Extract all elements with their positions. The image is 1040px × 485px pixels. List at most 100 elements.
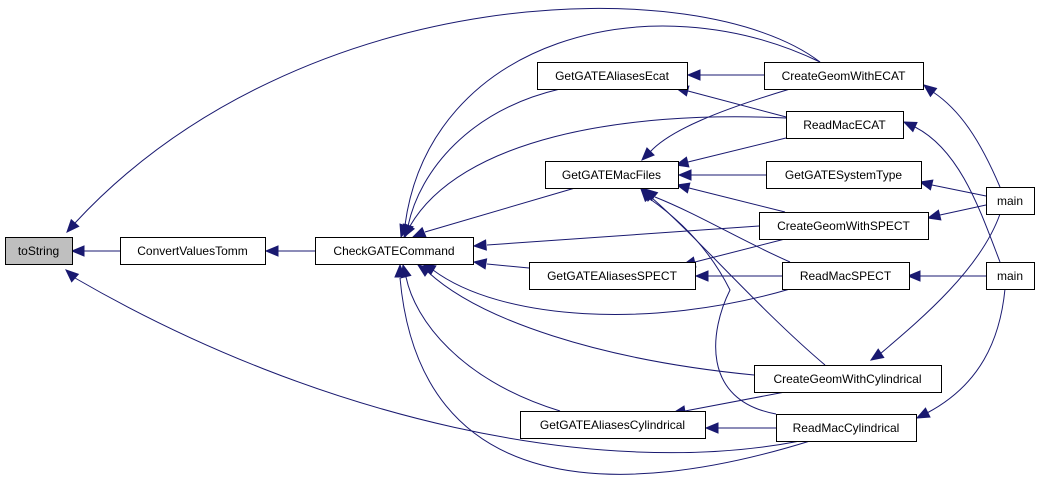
arrowhead-icon (416, 264, 432, 277)
node-get-gate-aliases-cylindrical[interactable]: GetGATEAliasesCylindrical (520, 411, 706, 439)
edge-main1-to-create-geom-with-ecat (922, 84, 1001, 188)
node-create-geom-with-ecat[interactable]: CreateGeomWithECAT (764, 62, 924, 90)
edge-line (405, 276, 561, 412)
edge-line (684, 391, 786, 412)
edge-line (687, 90, 791, 119)
node-main1[interactable]: main (986, 187, 1035, 215)
edge-main2-to-read-mac-cylindrical (915, 288, 1006, 419)
arrowhead-icon (926, 209, 942, 221)
edge-line (432, 269, 791, 315)
edge-line (879, 213, 1001, 355)
edge-line (926, 288, 1006, 414)
edge-read-mac-cylindrical-to-get-gate-aliases-cylindrical (704, 422, 776, 434)
node-box[interactable] (764, 62, 924, 90)
arrowhead-icon (70, 245, 85, 257)
node-box[interactable] (986, 262, 1035, 290)
node-create-geom-with-cylindrical[interactable]: CreateGeomWithCylindrical (754, 365, 942, 393)
node-box[interactable] (529, 262, 696, 290)
arrowhead-icon (65, 269, 80, 283)
node-get-gate-aliases-ecat[interactable]: GetGATEAliasesEcat (537, 62, 688, 90)
edge-line (486, 263, 530, 269)
edge-get-gate-system-type-to-get-gate-mac-files (677, 169, 766, 181)
edge-line (74, 7, 821, 224)
node-box[interactable] (986, 187, 1035, 215)
node-main2[interactable]: main (986, 262, 1035, 290)
arrowhead-icon (906, 270, 921, 282)
node-label: CheckGATECommand (333, 244, 454, 258)
node-read-mac-ecat[interactable]: ReadMacECAT (786, 111, 904, 139)
edge-read-mac-ecat-to-check-gate-command (403, 116, 787, 239)
node-box[interactable] (759, 212, 929, 240)
edge-main1-to-create-geom-with-spect (926, 204, 987, 221)
edge-create-geom-with-cylindrical-to-check-gate-command (416, 264, 755, 376)
node-label: CreateGeomWithECAT (782, 69, 906, 83)
edge-line (688, 187, 786, 213)
node-label: CreateGeomWithSPECT (777, 219, 910, 233)
arrowhead-icon (869, 348, 885, 361)
node-create-geom-with-spect[interactable]: CreateGeomWithSPECT (759, 212, 929, 240)
node-box[interactable] (766, 161, 922, 189)
edge-create-geom-with-ecat-to-to-string (66, 7, 821, 233)
node-get-gate-aliases-spect[interactable]: GetGATEAliasesSPECT (529, 262, 696, 290)
edge-line (399, 277, 811, 475)
arrowhead-icon (918, 179, 934, 191)
node-to-string[interactable]: toString (5, 237, 73, 265)
node-box[interactable] (786, 111, 904, 139)
node-box[interactable] (545, 161, 679, 189)
nodes-layer: toString ConvertValuesTomm CheckGATEComman… (5, 62, 1035, 442)
node-box[interactable] (5, 237, 73, 265)
edge-read-mac-cylindrical-to-get-gate-mac-files (640, 188, 777, 415)
node-get-gate-mac-files[interactable]: GetGATEMacFiles (545, 161, 679, 189)
node-box[interactable] (120, 237, 266, 265)
edge-convert-values-tomm-to-to-string (70, 245, 120, 257)
node-box[interactable] (776, 414, 917, 442)
node-check-gate-command[interactable]: CheckGATECommand (315, 237, 474, 265)
arrowhead-icon (411, 226, 427, 238)
arrowhead-icon (394, 263, 406, 278)
edge-read-mac-ecat-to-get-gate-mac-files (674, 137, 787, 168)
edge-line (932, 91, 1001, 188)
node-label: main (997, 269, 1023, 283)
edge-read-mac-cylindrical-to-to-string (65, 269, 801, 454)
node-box[interactable] (782, 262, 910, 290)
edge-create-geom-with-ecat-to-get-gate-aliases-ecat (686, 69, 764, 81)
node-label: GetGATEMacFiles (562, 168, 661, 182)
node-convert-values-tomm[interactable]: ConvertValuesTomm (120, 237, 266, 265)
edge-read-mac-spect-to-get-gate-aliases-spect (694, 270, 782, 282)
edge-line (407, 88, 561, 227)
arrowhead-icon (677, 169, 692, 181)
node-label: GetGATEAliasesEcat (555, 69, 669, 83)
node-read-mac-spect[interactable]: ReadMacSPECT (782, 262, 910, 290)
arrowhead-icon (472, 239, 487, 251)
edge-line (404, 25, 821, 226)
node-box[interactable] (537, 62, 688, 90)
node-label: toString (18, 244, 59, 258)
edge-line (74, 277, 801, 454)
node-label: GetGATEAliasesCylindrical (540, 418, 685, 432)
edge-main1-to-get-gate-system-type (918, 179, 987, 197)
node-read-mac-cylindrical[interactable]: ReadMacCylindrical (776, 414, 917, 442)
arrowhead-icon (694, 270, 709, 282)
edge-main2-to-read-mac-spect (906, 270, 986, 282)
arrowhead-icon (902, 121, 918, 133)
edge-create-geom-with-spect-to-get-gate-mac-files (675, 182, 786, 213)
arrowhead-icon (922, 84, 938, 98)
edge-line (654, 196, 791, 263)
node-box[interactable] (315, 237, 474, 265)
node-get-gate-system-type[interactable]: GetGATESystemType (766, 161, 922, 189)
node-box[interactable] (754, 365, 942, 393)
edge-line (409, 116, 787, 227)
node-box[interactable] (520, 411, 706, 439)
node-label: main (997, 194, 1023, 208)
edge-line (931, 184, 987, 197)
node-label: GetGATESystemType (785, 168, 902, 182)
arrowhead-icon (403, 223, 416, 239)
edge-main2-to-read-mac-ecat (902, 121, 1001, 263)
arrowhead-icon (674, 156, 690, 168)
node-label: ReadMacSPECT (800, 269, 892, 283)
edge-get-gate-aliases-spect-to-check-gate-command (472, 258, 530, 270)
arrowhead-icon (264, 245, 279, 257)
edge-line (914, 126, 1001, 263)
node-label: ReadMacCylindrical (793, 421, 900, 435)
